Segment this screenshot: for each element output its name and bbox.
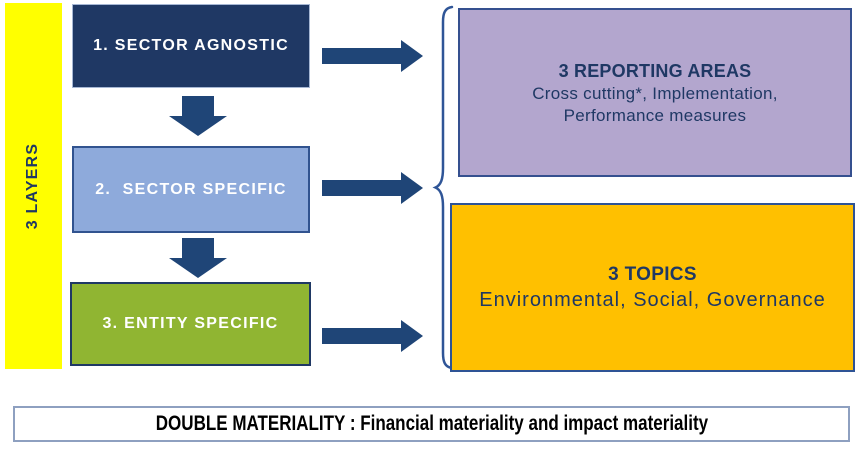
- layer-box-label: 3. ENTITY SPECIFIC: [102, 315, 279, 332]
- double-materiality-bar: DOUBLE MATERIALITY : Financial materiali…: [13, 406, 850, 442]
- reporting-areas-box: 3 REPORTING AREAS Cross cutting*, Implem…: [458, 8, 852, 177]
- topics-subtitle: Environmental, Social, Governance: [479, 289, 826, 311]
- layer-box-label: 1. SECTOR AGNOSTIC: [93, 37, 289, 54]
- curly-brace: [432, 5, 454, 370]
- double-materiality-label: DOUBLE MATERIALITY : Financial materiali…: [155, 412, 708, 435]
- down-arrow-1-icon: [169, 96, 227, 136]
- layer-box-label: 2. SECTOR SPECIFIC: [95, 180, 287, 198]
- right-arrow-3-icon: [322, 320, 423, 352]
- topics-title: 3 TOPICS: [608, 264, 697, 285]
- reporting-areas-line1: Cross cutting*, Implementation,: [532, 83, 778, 103]
- reporting-areas-line2: Performance measures: [563, 105, 747, 125]
- topics-box: 3 TOPICS Environmental, Social, Governan…: [450, 203, 855, 372]
- right-arrow-2-icon: [322, 172, 423, 204]
- down-arrow-2-icon: [169, 238, 227, 278]
- reporting-areas-title: 3 REPORTING AREAS: [558, 60, 752, 81]
- layer-box-sector-specific: 2. SECTOR SPECIFIC: [72, 146, 310, 233]
- layers-bar: 3 LAYERS: [5, 3, 62, 369]
- layer-box-entity-specific: 3. ENTITY SPECIFIC: [70, 282, 311, 366]
- layer-box-sector-agnostic: 1. SECTOR AGNOSTIC: [72, 4, 310, 88]
- right-arrow-1-icon: [322, 40, 423, 72]
